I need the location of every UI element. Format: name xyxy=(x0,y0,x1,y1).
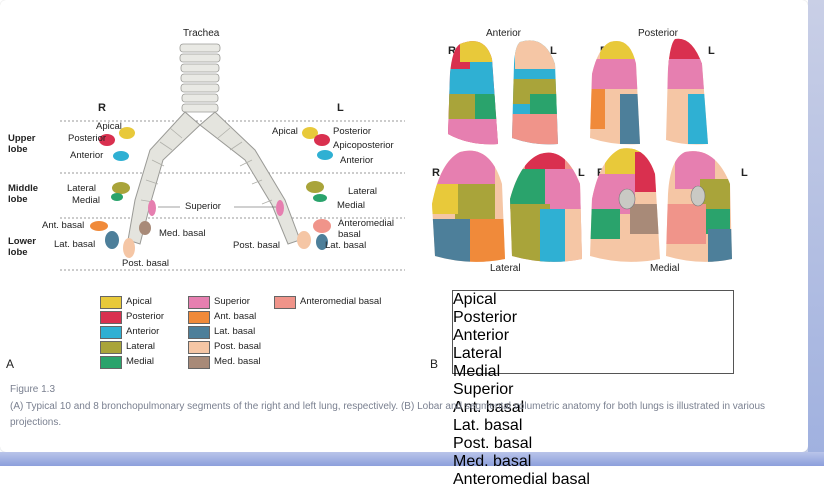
right-med-basal-label: Med. basal xyxy=(159,228,206,239)
left-lateral-label: Lateral xyxy=(348,186,378,197)
legend-swatch-superior xyxy=(188,296,210,309)
b-right-label-1: R xyxy=(448,45,456,57)
legend-swatch-ant-basal xyxy=(188,311,210,324)
legend-label-lateral: Lateral xyxy=(453,345,502,362)
legend-label-post-basal: Post. basal xyxy=(453,435,533,452)
legend-label-anterior: Anterior xyxy=(126,326,160,337)
window-edge xyxy=(808,0,824,466)
left-anteromedial-basal-label: basal xyxy=(338,229,361,240)
left-apicoposterior-label: Apicoposterior xyxy=(333,140,394,151)
left-side-label: L xyxy=(337,102,344,114)
legend-label-medial: Medial xyxy=(126,356,154,367)
superior-label: Superior xyxy=(185,201,221,212)
legend-label-ant-basal: Ant. basal xyxy=(453,399,525,416)
right-apical-label: Apical xyxy=(96,121,122,132)
lobe-lower: Lower lobe xyxy=(8,236,36,258)
view-lateral-label: Lateral xyxy=(490,263,521,274)
panel-b-letter: B xyxy=(430,357,439,371)
view-posterior-label: Posterior xyxy=(638,28,679,39)
right-medial-label: Medial xyxy=(72,195,100,206)
lobe-upper: Upper lobe xyxy=(8,133,36,155)
view-medial-label: Medial xyxy=(650,263,680,274)
right-post-basal-label: Post. basal xyxy=(122,258,169,269)
legend-label-med-basal: Med. basal xyxy=(453,453,532,470)
trachea-label: Trachea xyxy=(183,28,220,39)
left-post-basal-label: Post. basal xyxy=(233,240,280,251)
legend-label-medial: Medial xyxy=(453,363,501,380)
legend-label-anteromedial-basal: Anteromedial basal xyxy=(453,471,590,488)
left-lat-basal-label: Lat. basal xyxy=(325,240,367,251)
legend-label-ant-basal: Ant. basal xyxy=(214,311,257,322)
left-medial-label: Medial xyxy=(337,200,365,211)
legend-swatch-med-basal xyxy=(188,356,210,369)
b-right-label-3: R xyxy=(432,167,440,179)
legend-label-post-basal: Post. basal xyxy=(214,341,261,352)
legend-label-superior: Superior xyxy=(214,296,250,307)
right-lat-basal-label: Lat. basal xyxy=(54,239,96,250)
right-posterior-label: Posterior xyxy=(68,133,107,144)
figure-caption: (A) Typical 10 and 8 bronchopulmonary se… xyxy=(10,401,766,428)
legend-swatch-lateral xyxy=(100,341,122,354)
lung-views-svg xyxy=(432,38,732,262)
b-left-label-2: L xyxy=(708,45,715,57)
b-left-label-4: L xyxy=(741,167,748,179)
right-side-label: R xyxy=(98,102,106,114)
legend-swatch-lat-basal xyxy=(188,326,210,339)
legend-swatch-apical xyxy=(100,296,122,309)
legend-swatch-medial xyxy=(100,356,122,369)
legend-label-lat-basal: Lat. basal xyxy=(214,326,256,337)
b-left-label-3: L xyxy=(578,167,585,179)
view-anterior-label: Anterior xyxy=(486,28,522,39)
panel-a-letter: A xyxy=(6,357,15,371)
legend-label-superior: Superior xyxy=(453,381,514,398)
left-apical-label: Apical xyxy=(272,126,298,137)
legend-swatch-post-basal xyxy=(188,341,210,354)
lobe-middle: Middle lobe xyxy=(8,183,39,205)
legend-label-anteromedial-basal: Anteromedial basal xyxy=(300,296,382,307)
legend-label-apical: Apical xyxy=(453,291,497,308)
legend-label-lateral: Lateral xyxy=(126,341,156,352)
legend-label-anterior: Anterior xyxy=(453,327,510,344)
legend-label-posterior: Posterior xyxy=(453,309,518,326)
legend-label-med-basal: Med. basal xyxy=(214,356,261,367)
left-posterior-label: Posterior xyxy=(333,126,372,137)
figure-title: Figure 1.3 xyxy=(10,384,56,395)
legend-swatch-anteromedial-basal xyxy=(274,296,296,309)
right-ant-basal-label: Ant. basal xyxy=(42,220,85,231)
b-left-label-1: L xyxy=(550,45,557,57)
legend-label-lat-basal: Lat. basal xyxy=(453,417,523,434)
window-edge-bottom xyxy=(0,452,824,466)
left-anteromedial-label: Anteromedial xyxy=(338,218,394,229)
legend-label-posterior: Posterior xyxy=(126,311,165,322)
legend-swatch-anterior xyxy=(100,326,122,339)
legend-swatch-posterior xyxy=(100,311,122,324)
bronchial-tree-svg xyxy=(60,43,405,271)
right-anterior-label: Anterior xyxy=(70,150,104,161)
right-lateral-label: Lateral xyxy=(67,183,97,194)
left-anterior-label: Anterior xyxy=(340,155,374,166)
legend-label-apical: Apical xyxy=(126,296,152,307)
